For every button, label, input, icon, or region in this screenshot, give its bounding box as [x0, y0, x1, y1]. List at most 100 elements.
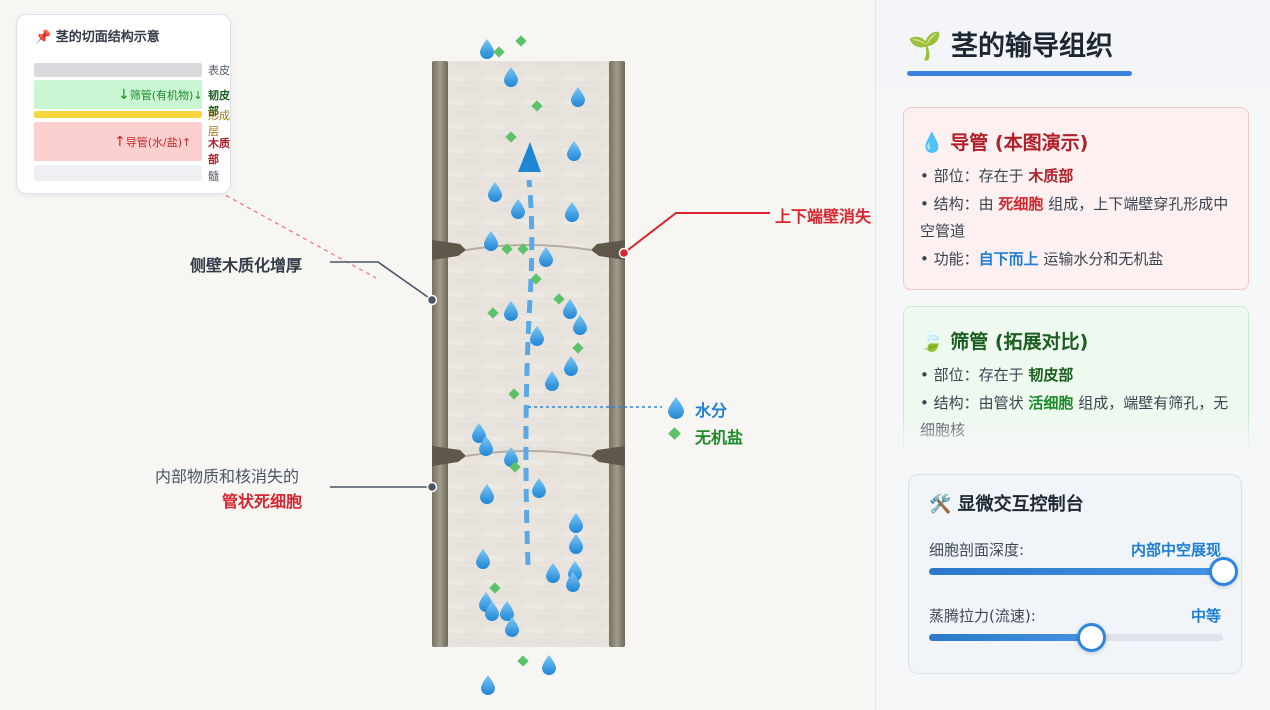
side-wall-callout: 侧壁木质化增厚	[190, 256, 303, 275]
water-droplet	[532, 478, 546, 498]
phloem-label: 韧皮部	[208, 89, 230, 118]
right-side-wall	[609, 61, 625, 647]
mineral-salt	[509, 461, 521, 473]
mineral-salt	[515, 35, 527, 47]
droplet-icon: 💧	[920, 132, 944, 154]
flow-slider-thumb[interactable]	[1076, 623, 1106, 652]
mineral-salt	[508, 388, 520, 400]
diagram-stage: 📌 茎的切面结构示意 表皮 ↓筛管(有机物)↓ 韧皮部 形成层 ↑导管(水/盐)…	[16, 14, 872, 695]
side-wall-leader	[330, 261, 433, 301]
mineral-salt	[501, 243, 513, 255]
panel-header: 🌱 茎的输导组织	[876, 0, 1270, 86]
seedling-icon: 🌱	[908, 31, 942, 62]
end-wall-dot	[618, 247, 630, 259]
sieve-location: • 部位：存在于 韧皮部	[920, 366, 1074, 384]
dead-cell-dot	[426, 481, 438, 493]
sieve-card-body: • 部位：存在于 韧皮部 • 结构：由管状 活细胞 组成，端壁有筛孔，无细胞核	[920, 362, 1234, 445]
flow-slider-fill	[929, 634, 1091, 641]
vessel-location: • 部位：存在于 木质部	[920, 167, 1074, 185]
water-droplet	[564, 356, 578, 376]
flow-arrow-head	[518, 142, 541, 172]
end-wall-callout: 上下端壁消失	[775, 207, 872, 226]
depth-slider-thumb[interactable]	[1209, 557, 1238, 586]
water-droplet	[504, 301, 518, 321]
xylem-label: 木质部	[208, 137, 230, 166]
end-wall-remnant-lower	[432, 446, 625, 466]
side-wall-dot	[426, 294, 438, 306]
sieve-card-title: 🍃 筛管 (拓展对比)	[920, 331, 1089, 353]
scroll-fade	[876, 416, 1270, 456]
water-droplet	[511, 199, 525, 219]
water-droplet	[479, 436, 493, 456]
cross-section-legend: 📌 茎的切面结构示意 表皮 ↓筛管(有机物)↓ 韧皮部 形成层 ↑导管(水/盐)…	[16, 14, 231, 194]
mineral-salt	[553, 293, 565, 305]
water-droplet	[569, 534, 583, 554]
dead-cell-callout-line1: 内部物质和核消失的	[155, 467, 300, 486]
water-droplet	[530, 326, 544, 346]
title-underline	[907, 71, 1132, 76]
end-wall-remnant-upper	[432, 240, 625, 260]
phloem-inner-label: ↓筛管(有机物)↓	[118, 87, 203, 103]
depth-slider[interactable]	[929, 557, 1238, 586]
water-droplet	[472, 423, 486, 443]
depth-slider-label: 细胞剖面深度:	[929, 541, 1025, 559]
pith-band	[34, 165, 202, 181]
water-droplet	[565, 202, 579, 222]
water-droplet	[571, 87, 585, 107]
flow-slider-label: 蒸腾拉力(流速):	[929, 607, 1036, 625]
water-droplet	[546, 563, 560, 583]
flow-slider[interactable]	[929, 623, 1223, 652]
water-droplet	[488, 182, 502, 202]
water-droplet	[569, 513, 583, 533]
epidermis-label: 表皮	[208, 64, 230, 77]
water-droplet	[480, 484, 494, 504]
water-droplet	[542, 655, 556, 675]
mineral-salt	[489, 582, 501, 594]
vessel-diagram	[197, 35, 770, 695]
water-droplet	[539, 247, 553, 267]
water-droplet	[545, 371, 559, 391]
water-legend-label: 水分	[695, 401, 728, 420]
water-droplet	[573, 315, 587, 335]
water-droplet	[485, 601, 499, 621]
xylem-band: ↑导管(水/盐)↑	[34, 122, 202, 161]
water-droplet	[567, 141, 581, 161]
control-console: 🛠️ 显微交互控制台 细胞剖面深度: 内部中空展现 蒸腾拉力(流速): 中等	[908, 474, 1242, 674]
vessel-card: 💧 导管 (本图演示) • 部位：存在于 木质部 • 结构：由 死细胞 组成，上…	[903, 107, 1249, 290]
flow-path	[523, 179, 535, 566]
pith-label: 髓	[208, 170, 219, 183]
mineral-salt	[493, 46, 505, 58]
cambium-label: 形成层	[208, 109, 230, 138]
water-droplet	[484, 231, 498, 251]
depth-slider-fill	[929, 568, 1223, 575]
depth-slider-value: 内部中空展现	[1130, 541, 1221, 559]
leaf-icon: 🍃	[920, 331, 944, 353]
mineral-salt	[487, 307, 499, 319]
cambium-band	[34, 111, 202, 118]
phloem-band: ↓筛管(有机物)↓	[34, 80, 203, 109]
epidermis-band	[34, 63, 202, 77]
cross-section-title: 📌 茎的切面结构示意	[35, 30, 160, 45]
water-droplet	[476, 549, 490, 569]
mineral-salt	[505, 131, 517, 143]
mineral-salt	[530, 273, 542, 285]
vessel-card-title: 💧 导管 (本图演示)	[920, 132, 1089, 154]
console-title: 🛠️ 显微交互控制台	[929, 494, 1084, 515]
vessel-structure: • 结构：由 死细胞 组成，上下端壁穿孔形成中空管道	[920, 194, 1229, 241]
mineral-salt	[517, 655, 529, 667]
panel-title: 🌱 茎的输导组织	[908, 31, 1114, 62]
mineral-salt	[572, 342, 584, 354]
water-droplet	[481, 675, 495, 695]
end-wall-leader	[623, 212, 770, 254]
flow-slider-value: 中等	[1190, 607, 1221, 625]
mineral-salt	[517, 243, 529, 255]
water-droplet	[500, 601, 514, 621]
water-droplet	[505, 617, 519, 637]
left-side-wall	[432, 61, 448, 647]
water-droplet	[563, 299, 577, 319]
water-droplet	[566, 572, 580, 592]
water-droplet	[504, 67, 518, 87]
water-droplet	[480, 39, 494, 59]
xylem-inner-label: ↑导管(水/盐)↑	[114, 134, 192, 150]
salt-legend-label: 无机盐	[695, 428, 744, 447]
